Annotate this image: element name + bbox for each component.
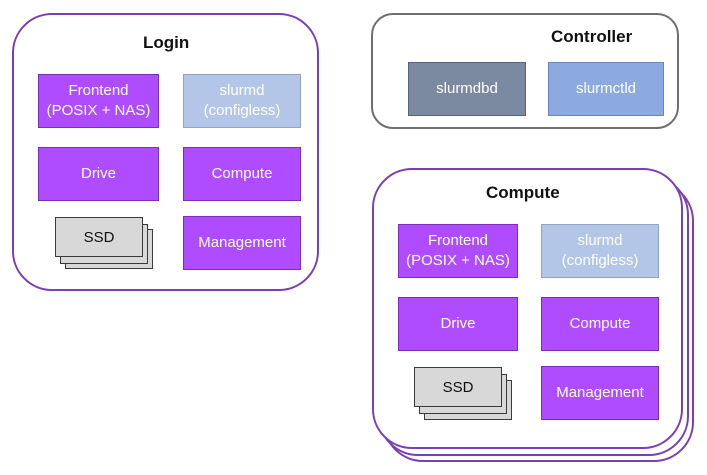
controller-title: Controller (551, 27, 633, 46)
login-management-box: Management (183, 216, 301, 270)
compute-ssd-label: SSD (442, 378, 474, 396)
login-ssd-label: SSD (83, 228, 115, 246)
login-title: Login (143, 33, 190, 52)
login-ssd-layer-1 (55, 217, 143, 257)
login-slurmd-box: slurmd (configless) (183, 74, 301, 128)
compute-compute-box: Compute (541, 297, 659, 351)
compute-management-box: Management (541, 366, 659, 420)
compute-ssd-layer-1 (414, 367, 502, 407)
login-frontend-box: Frontend (POSIX + NAS) (38, 74, 159, 128)
slurmdbd-box: slurmdbd (408, 62, 526, 116)
compute-title: Compute (486, 183, 560, 202)
login-compute-box: Compute (183, 147, 301, 201)
compute-drive-box: Drive (398, 297, 518, 351)
compute-slurmd-box: slurmd (configless) (541, 224, 659, 278)
login-drive-box: Drive (38, 147, 159, 201)
compute-frontend-box: Frontend (POSIX + NAS) (398, 224, 518, 278)
slurmctld-box: slurmctld (548, 62, 664, 116)
